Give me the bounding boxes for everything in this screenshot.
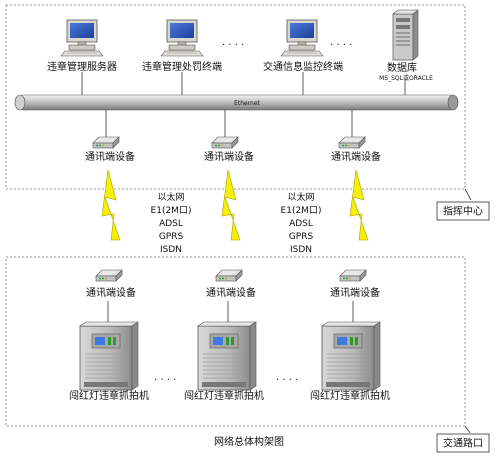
- camera-label: 闯红灯违章抓拍机: [310, 389, 390, 402]
- svg-text:以太网: 以太网: [287, 191, 314, 203]
- comm-device-upper: 通讯端设备: [331, 136, 381, 163]
- monitor-terminal: 交通信息监控终端: [263, 19, 343, 73]
- database-label: 数据库: [387, 61, 417, 74]
- comm-device-lower: 通讯端设备: [86, 269, 136, 299]
- svg-text:ISDN: ISDN: [160, 245, 182, 255]
- server-label: 违章管理服务器: [47, 60, 117, 73]
- terminal-label: 违章管理处罚终端: [142, 60, 222, 73]
- database-sub-label: MS_SQL或ORACLE: [379, 74, 433, 82]
- comm-device-upper: 通讯端设备: [204, 136, 254, 163]
- svg-text:E1(2M口): E1(2M口): [151, 206, 192, 216]
- ellipsis: · · · ·: [330, 40, 352, 51]
- comm-device-label: 通讯端设备: [85, 150, 135, 163]
- red-light-camera: 闯红灯违章抓拍机: [310, 321, 390, 402]
- comm-device-lower: 通讯端设备: [206, 269, 256, 299]
- modem-icon: [215, 269, 243, 282]
- modem-icon: [92, 136, 120, 149]
- red-light-camera: 闯红灯违章抓拍机: [69, 321, 149, 402]
- road-zone-label: 交通路口: [436, 433, 490, 453]
- database-server: 数据库 MS_SQL或ORACLE: [379, 9, 433, 82]
- comm-device-upper: 通讯端设备: [85, 136, 135, 163]
- comm-device-label: 通讯端设备: [206, 286, 256, 299]
- comm-device-label: 通讯端设备: [330, 286, 380, 299]
- center-zone-border: [5, 4, 466, 190]
- svg-text:以太网: 以太网: [157, 191, 184, 203]
- server-workstation: 违章管理服务器: [47, 19, 117, 73]
- penalty-terminal: 违章管理处罚终端: [142, 19, 222, 73]
- svg-text:交通路口: 交通路口: [443, 437, 483, 450]
- comm-device-label: 通讯端设备: [86, 286, 136, 299]
- server-tower-icon: [392, 9, 419, 61]
- link-types-left: 以太网 E1(2M口) ADSL GPRS ISDN: [151, 191, 192, 255]
- svg-text:ADSL: ADSL: [159, 219, 183, 229]
- ethernet-bus: Ethernet: [14, 94, 459, 111]
- svg-text:GPRS: GPRS: [159, 232, 184, 242]
- center-zone-label: 指挥中心: [436, 201, 490, 221]
- svg-text:E1(2M口): E1(2M口): [281, 206, 322, 216]
- wireless-link-icon: [101, 169, 121, 241]
- ethernet-label: Ethernet: [234, 100, 260, 107]
- ellipsis: · · · ·: [276, 375, 298, 386]
- camera-cabinet-icon: [79, 321, 139, 391]
- camera-cabinet-icon: [197, 321, 257, 391]
- computer-icon: [60, 19, 104, 57]
- modem-icon: [338, 136, 366, 149]
- diagram-caption: 网络总体构架图: [214, 435, 284, 448]
- svg-text:GPRS: GPRS: [289, 232, 314, 242]
- monitor-label: 交通信息监控终端: [263, 60, 343, 73]
- red-light-camera: 闯红灯违章抓拍机: [184, 321, 264, 402]
- comm-device-lower: 通讯端设备: [330, 269, 380, 299]
- wireless-link-icon: [221, 169, 241, 241]
- computer-icon: [280, 19, 324, 57]
- comm-device-label: 通讯端设备: [331, 150, 381, 163]
- camera-label: 闯红灯违章抓拍机: [69, 389, 149, 402]
- ellipsis: · · · ·: [154, 375, 176, 386]
- computer-icon: [160, 19, 204, 57]
- modem-icon: [95, 269, 123, 282]
- road-zone-border: [5, 256, 466, 427]
- modem-icon: [211, 136, 239, 149]
- modem-icon: [339, 269, 367, 282]
- camera-cabinet-icon: [321, 321, 381, 391]
- svg-text:ADSL: ADSL: [289, 219, 313, 229]
- svg-text:ISDN: ISDN: [290, 245, 312, 255]
- comm-device-label: 通讯端设备: [204, 150, 254, 163]
- ellipsis: · · · ·: [222, 40, 244, 51]
- camera-label: 闯红灯违章抓拍机: [184, 389, 264, 402]
- svg-text:指挥中心: 指挥中心: [443, 205, 483, 218]
- wireless-link-icon: [349, 169, 369, 241]
- link-types-right: 以太网 E1(2M口) ADSL GPRS ISDN: [281, 191, 322, 255]
